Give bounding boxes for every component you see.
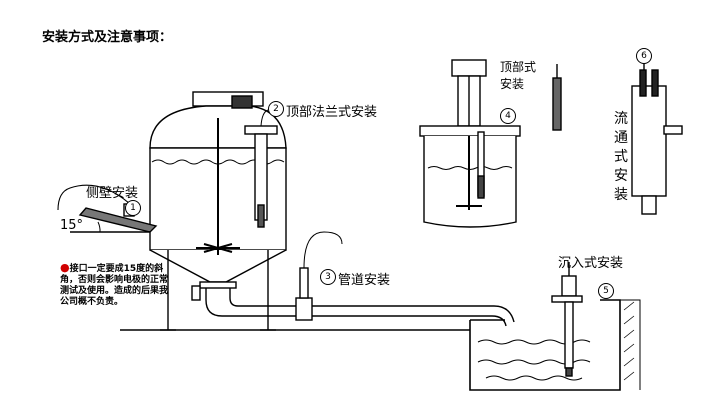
top-mount-vessel bbox=[419, 59, 521, 228]
standalone-probe bbox=[552, 64, 562, 131]
page-title: 安装方式及注意事项： bbox=[42, 30, 173, 45]
note-text: 接口一定要成15度的斜角，否则会影响电极的正常测试及使用。造成的后果我公司概不负… bbox=[60, 264, 169, 307]
reaction-tank bbox=[149, 91, 287, 331]
marker-3: 3 bbox=[320, 269, 336, 285]
marker-5: 5 bbox=[598, 283, 614, 299]
label-immersion: 沉入式安装 bbox=[558, 256, 624, 271]
label-top: 顶部式安装 bbox=[500, 60, 537, 91]
basin bbox=[120, 299, 641, 391]
pipe-line bbox=[191, 231, 515, 327]
immersion-probe bbox=[551, 262, 583, 377]
label-pipe: 管道安装 bbox=[338, 273, 391, 288]
label-side-wall: 侧壁安装 bbox=[86, 186, 139, 201]
label-top-flange: 顶部法兰式安装 bbox=[286, 105, 378, 120]
top-flange-probe bbox=[244, 109, 278, 228]
marker-4: 4 bbox=[500, 108, 516, 124]
marker-1: 1 bbox=[125, 200, 141, 216]
angle-label: 15° bbox=[60, 218, 84, 233]
flow-cell bbox=[631, 58, 683, 215]
note-bullet: ● bbox=[60, 261, 70, 274]
marker-6: 6 bbox=[636, 48, 652, 64]
label-flow: 流通式安装 bbox=[614, 111, 628, 203]
marker-2: 2 bbox=[268, 101, 284, 117]
warning-note: ●接口一定要成15度的斜角，否则会影响电极的正常测试及使用。造成的后果我公司概不… bbox=[60, 262, 168, 308]
